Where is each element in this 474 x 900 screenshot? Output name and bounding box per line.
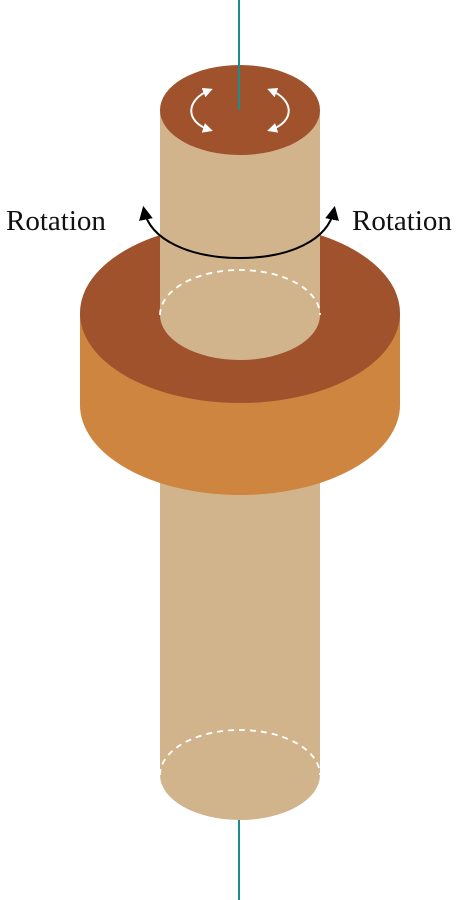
- rotation-arrow-icon: [139, 205, 339, 260]
- rotation-label-left: Rotation: [6, 205, 106, 237]
- rotation-label-right: Rotation: [352, 205, 452, 237]
- top-rotation-arrows-icon: [190, 87, 290, 133]
- hidden-edge-collar: [159, 269, 321, 316]
- hidden-edge-bottom: [159, 729, 321, 776]
- lower-shaft: [159, 460, 321, 820]
